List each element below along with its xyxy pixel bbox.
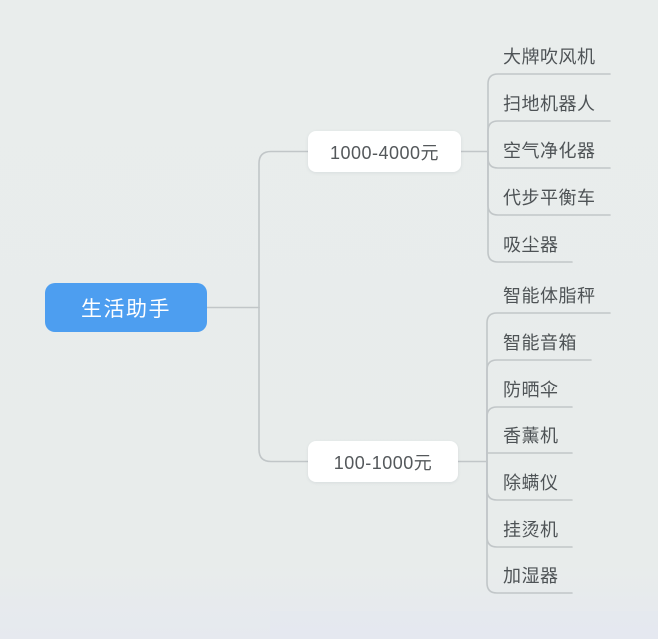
leaf-node[interactable]: 挂烫机 xyxy=(503,520,559,540)
leaf-node[interactable]: 加湿器 xyxy=(503,566,559,586)
leaf-connector-line xyxy=(487,120,611,153)
trunk-connector-line xyxy=(258,306,309,463)
branch-node-1000-4000[interactable]: 1000-4000元 xyxy=(308,131,461,172)
leaf-node[interactable]: 大牌吹风机 xyxy=(503,47,596,67)
root-node[interactable]: 生活助手 xyxy=(45,283,207,332)
branch-node-100-1000[interactable]: 100-1000元 xyxy=(308,441,458,482)
leaf-node[interactable]: 防晒伞 xyxy=(503,380,559,400)
leaf-node[interactable]: 智能音箱 xyxy=(503,333,577,353)
leaf-connector-line xyxy=(487,150,573,263)
leaf-connector-line xyxy=(486,406,573,463)
leaf-connector-line xyxy=(486,359,592,463)
leaf-node[interactable]: 扫地机器人 xyxy=(503,94,596,114)
leaf-connector-line xyxy=(486,312,611,463)
leaf-node[interactable]: 智能体脂秤 xyxy=(503,286,596,306)
leaf-node[interactable]: 除螨仪 xyxy=(503,473,559,493)
leaf-node[interactable]: 空气净化器 xyxy=(503,141,596,161)
leaf-connector-line xyxy=(487,73,611,153)
leaf-node[interactable]: 代步平衡车 xyxy=(503,188,596,208)
leaf-node[interactable]: 吸尘器 xyxy=(503,235,559,255)
leaf-node[interactable]: 香薰机 xyxy=(503,426,559,446)
bottom-edge-band xyxy=(270,611,658,639)
leaf-connector-line xyxy=(486,460,573,594)
trunk-connector-line xyxy=(258,150,309,309)
